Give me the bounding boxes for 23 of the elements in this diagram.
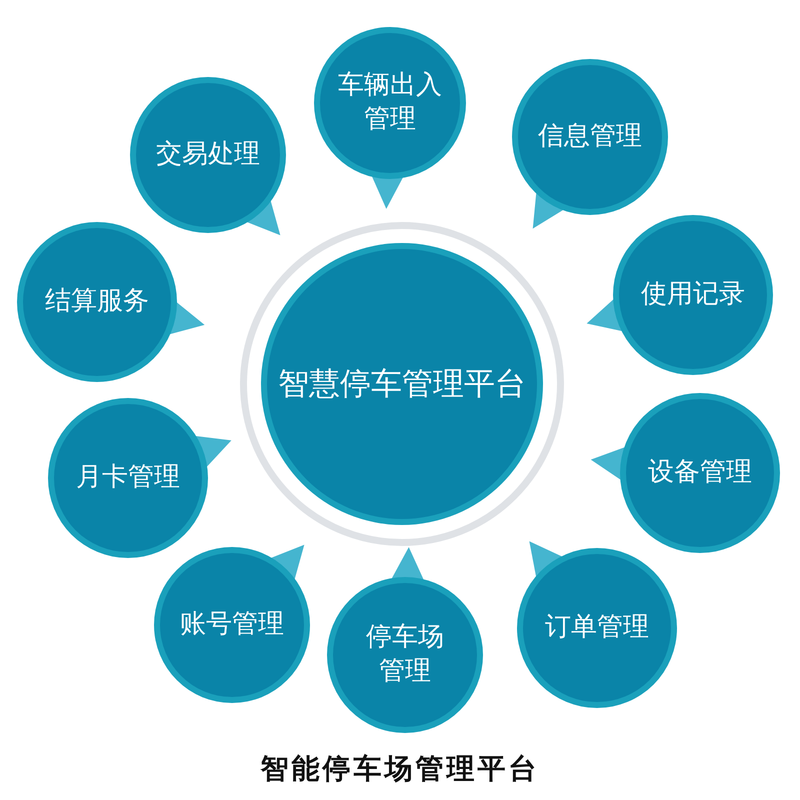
bubble-label: 结算服务 — [44, 285, 150, 318]
speech-bubble — [314, 27, 466, 209]
speech-bubble — [130, 77, 286, 236]
speech-bubble — [154, 544, 310, 703]
bubble-label: 信息管理 — [537, 120, 643, 154]
bubble-label: 停车场管理 — [365, 621, 445, 688]
bubble-label: 订单管理 — [544, 611, 650, 644]
speech-bubble — [327, 547, 483, 733]
bubble-label: 使用记录 — [640, 278, 746, 312]
speech-bubble — [590, 393, 780, 553]
center-label: 智慧停车管理平台 — [277, 364, 527, 404]
speech-bubble — [517, 541, 677, 708]
center-circle — [261, 243, 543, 525]
bubble-label: 账号管理 — [179, 608, 285, 642]
diagram-caption: 智能停车场管理平台 — [260, 752, 540, 785]
bubble-label: 车辆出入管理 — [337, 69, 443, 136]
bubble-label: 设备管理 — [647, 456, 753, 490]
bubble-label: 月卡管理 — [75, 461, 181, 494]
bubble-label: 交易处理 — [155, 138, 261, 172]
speech-bubble — [586, 215, 773, 375]
speech-bubble — [17, 222, 205, 382]
speech-bubble — [512, 59, 668, 229]
speech-bubble — [48, 398, 232, 558]
